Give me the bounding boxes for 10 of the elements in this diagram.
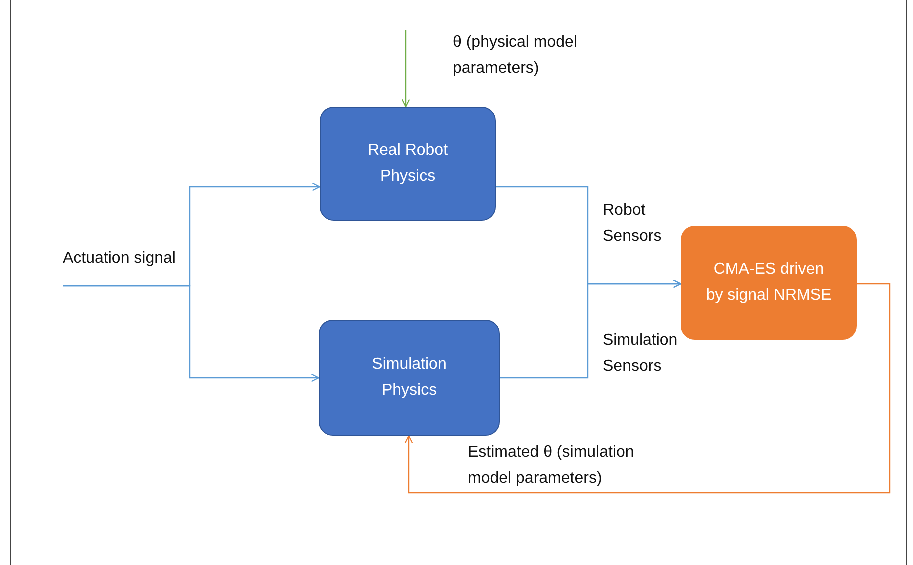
node-label: CMA-ES driven by signal NRMSE [705, 260, 833, 306]
arrow [404, 283, 891, 494]
optimizer-box [681, 226, 857, 340]
process-box [320, 107, 496, 221]
process-box [319, 320, 500, 436]
node-label: Real Robot Physics [366, 141, 450, 187]
arrow [500, 280, 682, 379]
arrow [63, 285, 320, 382]
node-label: Simulation Physics [371, 355, 448, 401]
arrow [402, 30, 410, 108]
